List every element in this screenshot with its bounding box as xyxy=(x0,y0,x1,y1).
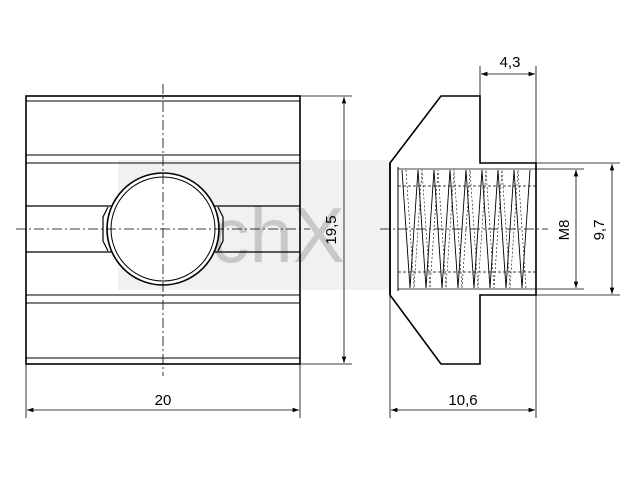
dimension-label-19-5: 19,5 xyxy=(323,215,340,244)
dimension-height-front: 19,5 xyxy=(300,95,352,365)
dimension-width-side: 10,6 xyxy=(389,295,537,418)
dimension-thread: M8 xyxy=(536,168,584,290)
dimension-label-9-7: 9,7 xyxy=(591,220,608,241)
dimension-label-m8: M8 xyxy=(556,220,573,241)
dimension-label-4-3: 4,3 xyxy=(500,54,521,71)
dimension-width-front: 20 xyxy=(25,364,301,418)
dimension-top-offset: 4,3 xyxy=(479,54,537,163)
dimension-label-10-6: 10,6 xyxy=(448,392,477,409)
dimension-thread-height: 9,7 xyxy=(536,162,620,296)
front-view xyxy=(16,84,310,376)
dimension-label-20: 20 xyxy=(155,392,172,409)
side-view xyxy=(380,95,548,365)
